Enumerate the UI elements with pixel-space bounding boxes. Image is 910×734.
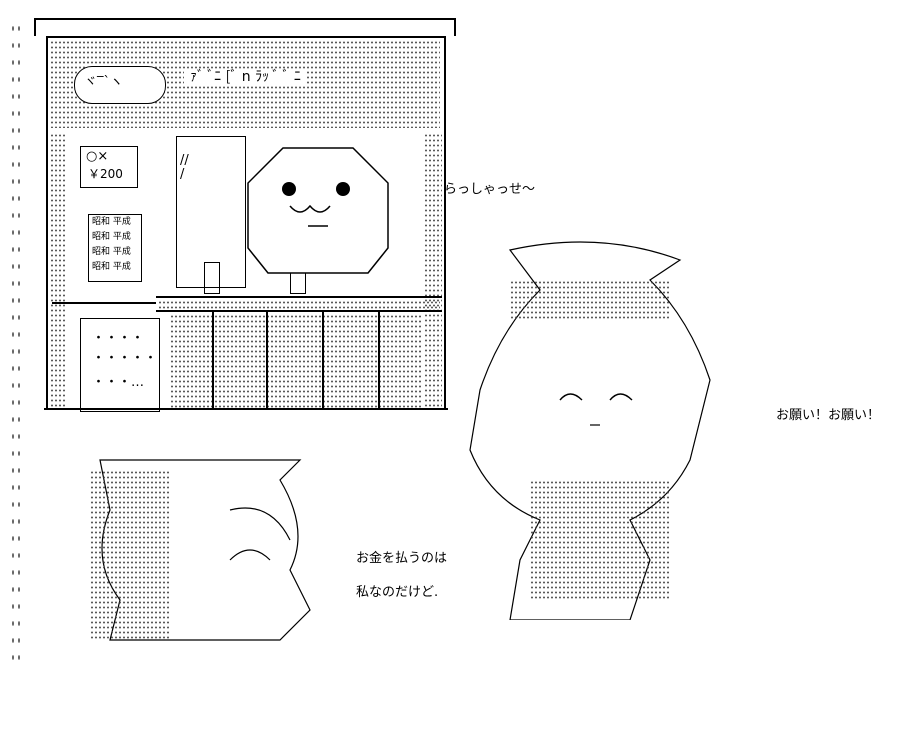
roof-left-edge (34, 18, 36, 36)
menu-line-2: ・・・・・ (92, 351, 158, 366)
cloud-sign-text: ヾ‾`ヽ (84, 75, 124, 90)
counter-front (170, 314, 422, 408)
roof-right-edge (454, 18, 456, 36)
price-value: ￥200 (88, 167, 123, 181)
panel-divider-2 (266, 312, 268, 408)
mascot-left-eye (282, 182, 296, 196)
mascot-right-eye (336, 182, 350, 196)
sign-char-5: ﾗｯ (255, 69, 270, 85)
girl-left-speech-line1: お金を払うのは (356, 551, 448, 566)
sign-char-2: ﾞﾆ (214, 69, 222, 85)
panel-divider-4 (378, 312, 380, 408)
menu-line-1: ・・・・ (92, 331, 145, 346)
cup-left (204, 262, 220, 294)
era-line-1: 昭和 平成 (92, 217, 131, 227)
sign-char-8: ﾆ (293, 69, 301, 85)
era-plaque (88, 214, 142, 282)
era-line-3: 昭和 平成 (92, 247, 131, 257)
roof-bottom-line (46, 36, 446, 38)
right-post-hatch (424, 133, 442, 408)
cloud-sign-bubble (74, 66, 166, 104)
girl-left-figure (80, 450, 350, 650)
girl-right-figure (450, 240, 750, 621)
ground-line (44, 408, 448, 410)
panel-divider-3 (322, 312, 324, 408)
panel-divider-1 (212, 312, 214, 408)
girl-right-hair-tone (510, 280, 670, 320)
counter-top (156, 296, 442, 298)
menu-line-3: ・・・… (92, 375, 145, 390)
roof-top-line (34, 18, 456, 20)
price-tag (80, 146, 138, 188)
window-pane (176, 136, 246, 288)
girl-left-speech-line2: 私なのだけど. (356, 585, 439, 600)
sign-char-1: ｧﾞ (190, 69, 204, 85)
shelf-line (52, 302, 156, 304)
counter-bottom (156, 310, 442, 312)
girl-right-speech: お願い！お願い！ (776, 408, 881, 423)
window-reflection: // / (180, 153, 189, 182)
shopkeeper-speech: らっしゃっせ〜 (444, 182, 536, 197)
left-post (46, 36, 48, 408)
sign-char-4: n (241, 69, 251, 85)
shopkeeper-mascot (238, 128, 398, 278)
era-line-2: 昭和 平成 (92, 232, 131, 242)
counter-edge-hatch (158, 300, 440, 310)
sign-title: ｧﾞ ﾞﾆ [ﾞ n ﾗｯ ﾞ ﾞ ﾆ (184, 70, 307, 84)
girl-left-hair-tone (90, 470, 170, 640)
left-dot-column (10, 20, 24, 660)
food-stall: ヾ‾`ヽ ｧﾞ ﾞﾆ [ﾞ n ﾗｯ ﾞ ﾞ ﾆ ○× ￥200 昭和 平成 昭… (34, 18, 456, 414)
left-post-hatch (50, 133, 66, 408)
right-post (444, 36, 446, 408)
price-symbols: ○× (86, 149, 109, 164)
girl-right-clothes-tone (530, 480, 670, 600)
sign-char-3: [ﾞ (225, 69, 238, 85)
era-line-4: 昭和 平成 (92, 262, 131, 272)
mascot-body (247, 147, 389, 274)
menu-board (80, 318, 160, 412)
